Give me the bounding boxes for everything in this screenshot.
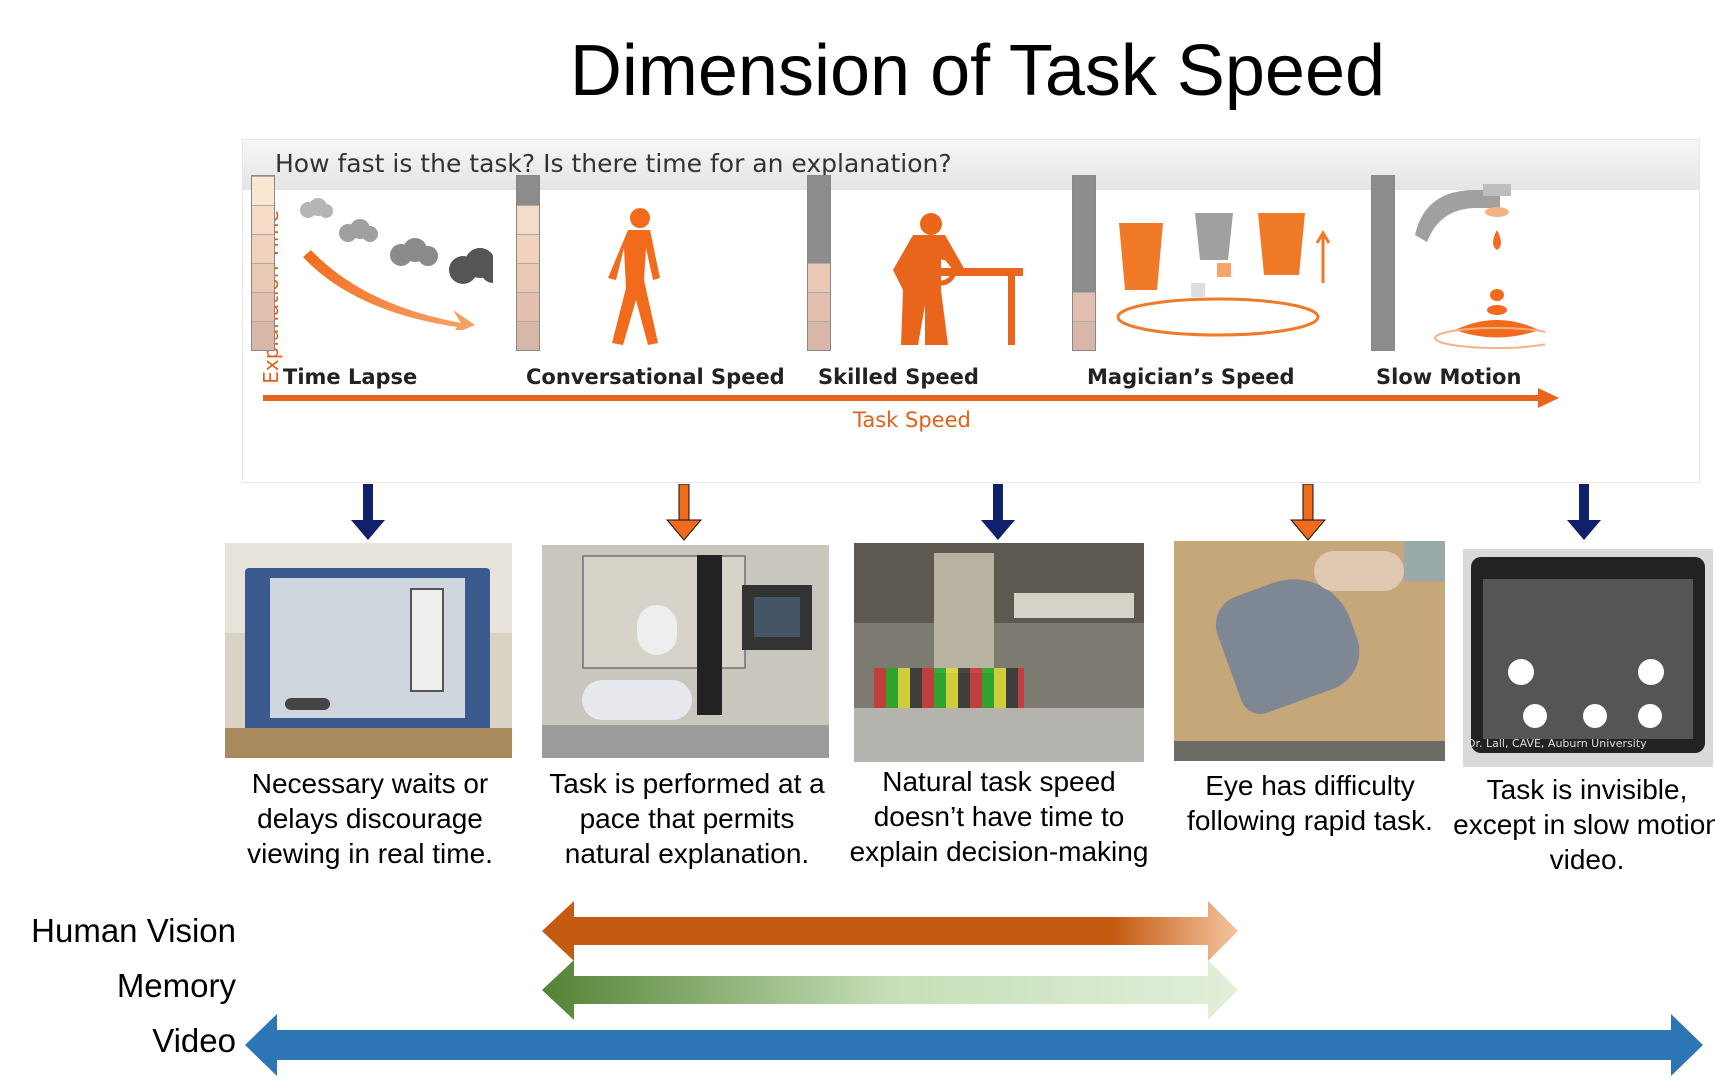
speed-label-time-lapse: Time Lapse bbox=[283, 365, 418, 389]
explanation-segment bbox=[252, 176, 274, 205]
photo-machine-cabinet bbox=[225, 543, 512, 758]
down-arrow-time-lapse bbox=[351, 484, 385, 540]
human-vision-range-arrow bbox=[542, 901, 1238, 961]
memory-range-arrow bbox=[542, 960, 1238, 1020]
page-title: Dimension of Task Speed bbox=[569, 31, 1386, 111]
caption-conversational: Task is performed at a pace that permits… bbox=[549, 768, 825, 869]
explanation-segment bbox=[252, 292, 274, 321]
explanation-segment bbox=[808, 263, 830, 292]
speed-label-conversational: Conversational Speed bbox=[526, 365, 785, 389]
caption-slow-motion: Task is invisible, except in slow motion… bbox=[1453, 774, 1715, 875]
photo-circuit-board: Dr. Lall, CAVE, Auburn University bbox=[1463, 549, 1713, 767]
explanation-segment bbox=[1073, 321, 1095, 350]
panel-question: How fast is the task? Is there time for … bbox=[275, 149, 952, 178]
explanation-segment bbox=[252, 205, 274, 234]
photo-pick-and-place bbox=[854, 543, 1144, 762]
cups-trick-icon bbox=[1116, 213, 1331, 337]
task-speed-label: Task Speed bbox=[853, 408, 971, 432]
photo-microscope-workstation bbox=[542, 545, 829, 758]
explanation-segment bbox=[517, 292, 539, 321]
down-arrow-conversational bbox=[665, 484, 703, 541]
faucet-drop-icon bbox=[1415, 184, 1545, 349]
range-label-memory: Memory bbox=[116, 967, 236, 1004]
explanation-segment bbox=[252, 263, 274, 292]
caption-skilled: Natural task speed doesn’t have time to … bbox=[849, 766, 1149, 867]
explanation-segment bbox=[808, 292, 830, 321]
explanation-segment bbox=[517, 321, 539, 350]
explanation-bar-skilled bbox=[807, 175, 831, 351]
explanation-segment bbox=[517, 234, 539, 263]
video-range-arrow bbox=[245, 1014, 1703, 1076]
photo-watermark: Dr. Lall, CAVE, Auburn University bbox=[1467, 737, 1647, 750]
range-label-human-vision: Human Vision bbox=[31, 912, 236, 949]
explanation-bar-magician bbox=[1072, 175, 1096, 351]
walking-person-icon bbox=[608, 208, 660, 345]
explanation-segment bbox=[252, 321, 274, 350]
caption-time-lapse: Necessary waits or delays discourage vie… bbox=[247, 768, 493, 869]
down-arrow-slow-motion bbox=[1567, 484, 1601, 540]
explanation-segment bbox=[517, 263, 539, 292]
range-label-video: Video bbox=[152, 1022, 236, 1059]
explanation-segment bbox=[808, 321, 830, 350]
explanation-bar-slow-motion bbox=[1371, 175, 1395, 351]
photo-folding-shirt bbox=[1174, 541, 1445, 761]
down-arrow-magician bbox=[1289, 484, 1327, 541]
clouds-icon bbox=[300, 198, 493, 330]
explanation-bar-conversational bbox=[516, 175, 540, 351]
panel-header: How fast is the task? Is there time for … bbox=[243, 140, 1699, 190]
explanation-segment bbox=[1073, 292, 1095, 321]
explanation-segment bbox=[252, 234, 274, 263]
explanation-segment bbox=[517, 205, 539, 234]
speed-label-magician: Magician’s Speed bbox=[1087, 365, 1295, 389]
worker-saw-icon bbox=[893, 213, 1023, 345]
speed-label-skilled: Skilled Speed bbox=[818, 365, 979, 389]
down-arrow-skilled bbox=[981, 484, 1015, 540]
task-speed-axis-arrow bbox=[263, 388, 1559, 408]
task-speed-panel: How fast is the task? Is there time for … bbox=[243, 140, 1699, 482]
explanation-bar-time-lapse bbox=[251, 175, 275, 351]
speed-label-slow-motion: Slow Motion bbox=[1376, 365, 1522, 389]
caption-magician: Eye has difficulty following rapid task. bbox=[1187, 770, 1433, 836]
